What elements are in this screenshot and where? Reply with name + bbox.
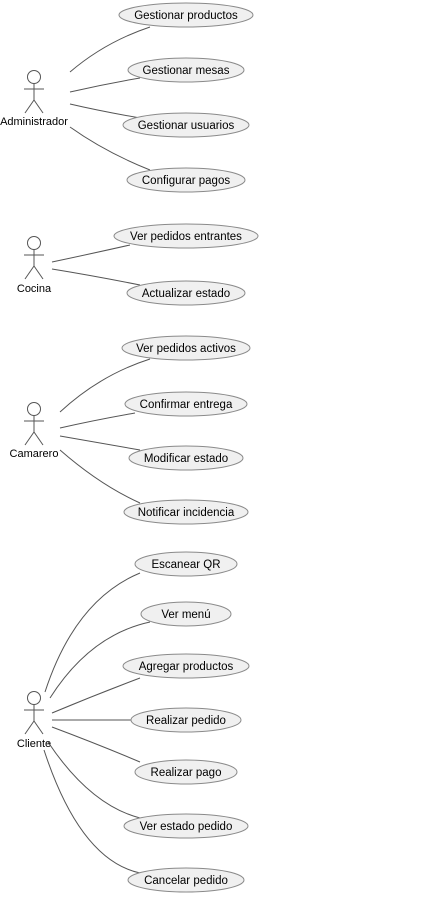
use-case-notificar-incidencia: Notificar incidencia — [123, 499, 249, 525]
use-case-configurar-pagos: Configurar pagos — [126, 167, 246, 193]
use-case-ver-menu: Ver menú — [140, 601, 232, 627]
actor-label-camarero: Camarero — [10, 448, 59, 460]
assoc-camarero-notificar-incidencia — [59, 449, 141, 504]
assoc-cocina-ver-pedidos-entrantes — [51, 244, 131, 263]
assoc-admin-gestionar-productos — [69, 26, 151, 73]
assoc-camarero-modificar-estado — [59, 435, 141, 451]
use-case-ver-pedidos-entrantes: Ver pedidos entrantes — [113, 223, 259, 249]
actor-head — [27, 70, 41, 84]
actor-head — [27, 236, 41, 250]
use-case-realizar-pedido: Realizar pedido — [130, 707, 242, 733]
assoc-admin-gestionar-mesas — [69, 77, 141, 93]
actor-head — [27, 691, 41, 705]
assoc-admin-configurar-pagos — [69, 126, 151, 171]
actor-label-administrador: Administrador — [0, 116, 68, 128]
use-case-realizar-pago: Realizar pago — [134, 759, 238, 785]
use-case-label: Ver menú — [161, 609, 210, 621]
assoc-cliente-cancelar-pedido — [43, 749, 141, 874]
assoc-camarero-ver-pedidos-activos — [59, 358, 151, 413]
use-case-label: Realizar pago — [151, 767, 222, 779]
use-case-label: Configurar pagos — [142, 175, 230, 187]
assoc-camarero-confirmar-entrega — [59, 412, 136, 429]
use-case-actualizar-estado: Actualizar estado — [126, 280, 246, 306]
actor-label-cliente: Cliente — [17, 738, 51, 750]
use-case-label: Actualizar estado — [142, 288, 230, 300]
use-case-label: Escanear QR — [151, 559, 220, 571]
use-case-ver-estado-pedido: Ver estado pedido — [123, 813, 249, 839]
actor-label-cocina: Cocina — [17, 283, 52, 295]
actor-administrador: Administrador — [0, 70, 68, 128]
assoc-cliente-escanear-qr — [44, 572, 141, 693]
use-case-gestionar-productos: Gestionar productos — [118, 2, 254, 28]
use-case-confirmar-entrega: Confirmar entrega — [124, 391, 248, 417]
use-case-label: Ver pedidos entrantes — [130, 231, 242, 243]
use-case-gestionar-usuarios: Gestionar usuarios — [122, 112, 250, 138]
use-case-label: Gestionar mesas — [143, 65, 230, 77]
use-case-label: Agregar productos — [139, 661, 234, 673]
use-case-label: Notificar incidencia — [138, 507, 235, 519]
use-case-label: Ver estado pedido — [140, 821, 233, 833]
use-case-agregar-productos: Agregar productos — [122, 653, 250, 679]
use-case-label: Confirmar entrega — [140, 399, 233, 411]
use-case-label: Cancelar pedido — [144, 875, 228, 887]
actor-cocina: Cocina — [17, 236, 52, 295]
assoc-cliente-agregar-productos — [51, 677, 141, 714]
use-case-modificar-estado: Modificar estado — [128, 445, 244, 471]
assoc-cliente-ver-estado-pedido — [47, 741, 141, 819]
assoc-cliente-realizar-pago — [51, 726, 141, 763]
use-case-gestionar-mesas: Gestionar mesas — [127, 57, 245, 83]
use-case-label: Modificar estado — [144, 453, 228, 465]
use-case-label: Gestionar usuarios — [138, 120, 235, 132]
actor-camarero: Camarero — [10, 402, 59, 460]
assoc-cocina-actualizar-estado — [51, 268, 141, 286]
use-case-escanear-qr: Escanear QR — [134, 551, 238, 577]
use-case-ver-pedidos-activos: Ver pedidos activos — [121, 335, 251, 361]
use-case-label: Gestionar productos — [134, 10, 238, 22]
use-case-cancelar-pedido: Cancelar pedido — [127, 867, 245, 893]
assoc-admin-gestionar-usuarios — [69, 103, 141, 119]
assoc-cliente-ver-menu — [49, 621, 151, 699]
use-case-label: Realizar pedido — [146, 715, 226, 727]
actor-cliente: Cliente — [17, 691, 51, 750]
associations — [43, 26, 151, 874]
use-case-label: Ver pedidos activos — [136, 343, 236, 355]
actor-head — [27, 402, 41, 416]
